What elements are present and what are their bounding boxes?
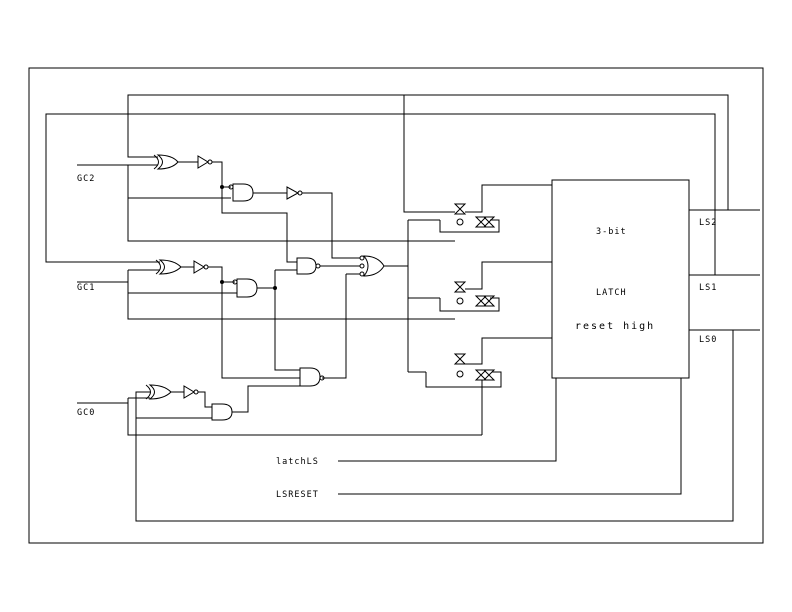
inverter-gc1 [193,260,205,274]
xor-gate-gc0 [148,384,172,400]
output-ls0: LS0 [699,335,717,345]
and-gate-gc1 [236,278,258,298]
diagram-frame [28,67,764,544]
xor-gate-gc2 [156,154,179,170]
inverter-gc2 [197,155,209,169]
switch-ls1 [439,261,552,312]
gc1-section [77,257,455,379]
switch-ls0 [425,337,552,435]
reset-control-label: LSRESET [276,490,319,500]
feedback-wires [45,94,737,522]
outputs [689,209,760,331]
latch-label-2: LATCH [596,288,627,298]
input-gc0-label: GC0 [77,408,95,418]
input-gc2-label: GC2 [77,174,95,184]
or-gate-3input [322,219,440,379]
input-gc1-label: GC1 [77,283,95,293]
switch-ls2 [439,184,552,233]
and-gate-bottom [299,367,321,387]
and-gate-mid [296,257,317,275]
latch-label-1: 3-bit [596,227,627,237]
latch-block [551,179,690,379]
latch-control-label: latchLS [276,457,319,467]
inverter-gc0 [183,385,195,399]
gc2-section [77,154,455,263]
and-gate-gc0 [211,403,233,421]
inverter-gc2b [286,186,300,200]
output-ls2: LS2 [699,218,717,228]
and-gate-gc2 [232,183,254,202]
latch-label-3: reset high [575,321,655,332]
xor-gate-gc1 [158,259,182,275]
output-ls1: LS1 [699,283,717,293]
gc0-section [77,367,482,436]
control-lines [338,378,682,495]
